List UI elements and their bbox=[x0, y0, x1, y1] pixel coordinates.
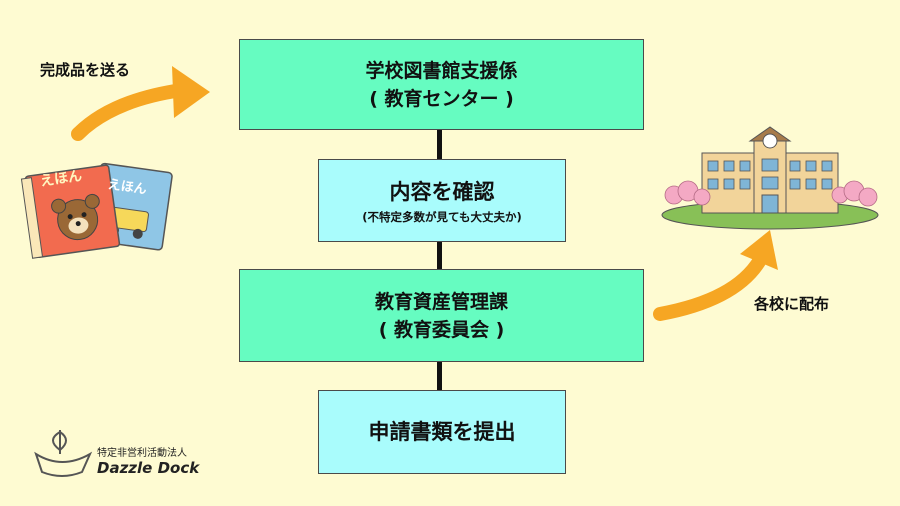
distribute-label: 各校に配布 bbox=[754, 295, 830, 313]
connector-line-1 bbox=[437, 129, 442, 160]
content-check-box: 内容を確認 (不特定多数が見ても大丈夫か) bbox=[318, 159, 566, 242]
asset-management-title: 教育資産管理課 bbox=[374, 290, 508, 313]
send-arrow bbox=[71, 66, 210, 141]
content-check-title: 内容を確認 bbox=[389, 179, 495, 204]
send-label: 完成品を送る bbox=[40, 61, 131, 79]
submit-application-box: 申請書類を提出 bbox=[318, 390, 566, 474]
support-office-subtitle: ( 教育センター ) bbox=[369, 87, 514, 110]
asset-management-box: 教育資産管理課 ( 教育委員会 ) bbox=[239, 269, 644, 362]
asset-management-subtitle: ( 教育委員会 ) bbox=[378, 318, 505, 341]
support-office-box: 学校図書館支援係 ( 教育センター ) bbox=[239, 39, 644, 130]
logo-org-type: 特定非営利活動法人 bbox=[97, 448, 187, 459]
picture-books-icon bbox=[20, 162, 173, 259]
connector-line-3 bbox=[437, 361, 442, 391]
support-office-title: 学校図書館支援係 bbox=[365, 59, 518, 82]
connector-line-2 bbox=[437, 241, 442, 270]
school-building-icon bbox=[661, 126, 879, 230]
distribute-arrow bbox=[653, 230, 778, 321]
content-check-note: (不特定多数が見ても大丈夫か) bbox=[362, 209, 522, 224]
submit-application-title: 申請書類を提出 bbox=[368, 420, 516, 444]
dazzle-dock-logo-icon bbox=[34, 430, 93, 477]
logo-name: Dazzle Dock bbox=[97, 459, 200, 477]
